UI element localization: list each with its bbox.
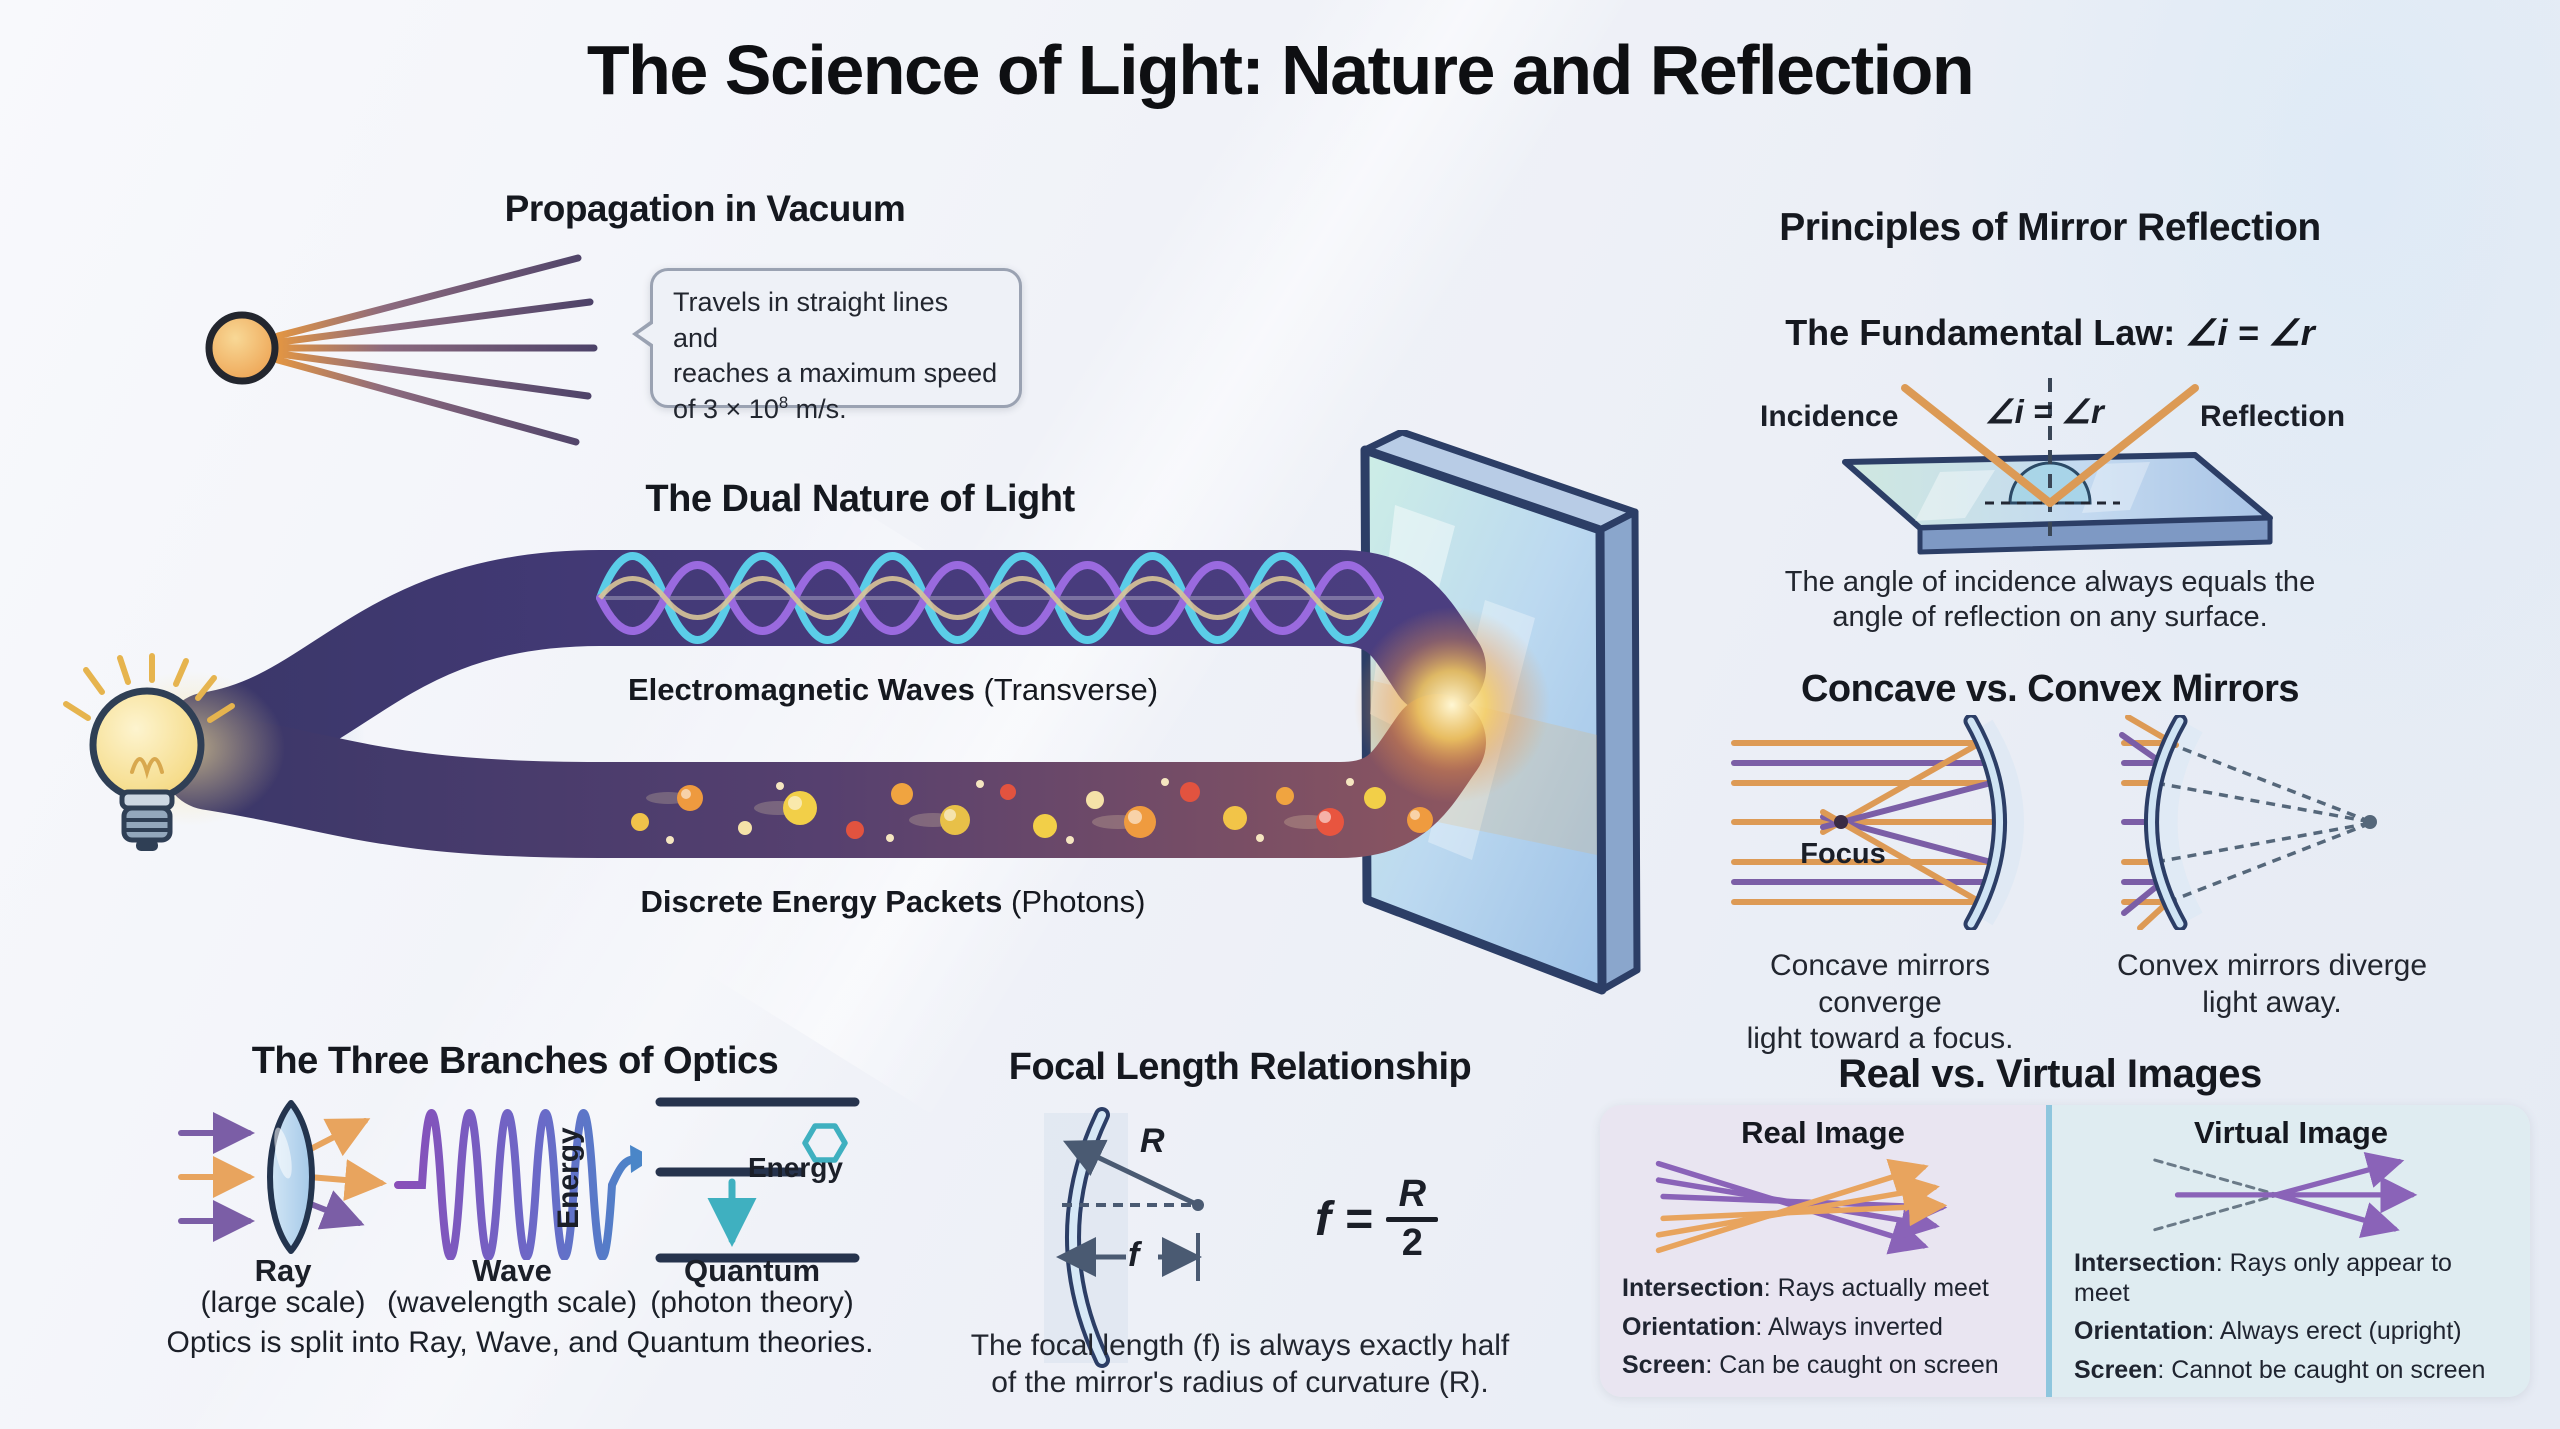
virtual-image-rays	[2153, 1151, 2418, 1238]
branches-heading: The Three Branches of Optics	[251, 1040, 779, 1082]
radius-arrow	[1062, 1139, 1200, 1208]
convex-mirror-diagram	[2119, 715, 2377, 930]
exponent: 8	[778, 392, 789, 412]
bubble-line: of 3 × 108 m/s.	[673, 392, 847, 424]
branch-scale-wave: (wavelength scale)	[386, 1286, 638, 1319]
virtual-image-panel: Virtual Image Intersection:	[2052, 1105, 2530, 1397]
ray-lines	[274, 254, 598, 446]
incident-parallel-rays	[1731, 740, 1998, 905]
virtual-ray-extensions	[2155, 741, 2367, 904]
reflection-caption: The angle of incidence always equals the…	[1784, 566, 2316, 634]
formula-denominator: 2	[1401, 1221, 1423, 1264]
focal-length-diagram	[1044, 1107, 1204, 1368]
lens-shape	[267, 1100, 315, 1254]
focus-point	[1834, 815, 1848, 829]
reflection-heading: Principles of Mirror Reflection	[1779, 206, 2321, 249]
light-bulb-icon	[63, 653, 285, 851]
convex-caption: Convex mirrors diverge light away.	[2116, 949, 2428, 1019]
real-image-panel: Real Image Intersecti	[1600, 1105, 2046, 1397]
real-image-title: Real Image	[1741, 1115, 1905, 1150]
images-heading: Real vs. Virtual Images	[1838, 1052, 2262, 1096]
energy-axis-label: Energy	[552, 1127, 585, 1229]
reflection-law-diagram	[1842, 378, 2273, 555]
concave-caption: Concave mirrors converge light toward a …	[1746, 949, 2014, 1056]
real-row-orientation: Orientation: Always inverted	[1622, 1312, 1943, 1341]
focus-label: Focus	[1800, 838, 1886, 870]
photon-particles	[631, 778, 1433, 844]
real-image-rays	[1655, 1158, 1948, 1255]
branch-name-wave: Wave	[472, 1253, 552, 1288]
radius-label: R	[1140, 1122, 1165, 1160]
propagation-heading: Propagation in Vacuum	[504, 188, 906, 229]
photon-hexagon-icon	[802, 1123, 848, 1163]
page-title: The Science of Light: Nature and Reflect…	[586, 31, 1975, 109]
wave-optics-icon	[394, 1109, 642, 1260]
focal-label: f	[1128, 1236, 1140, 1274]
virtual-row-intersection: Intersection: Rays only appear to meet	[2074, 1249, 2452, 1307]
concave-mirror-diagram	[1731, 715, 2024, 930]
point-light-source-icon	[205, 311, 279, 385]
speech-bubble: Travels in straight lines and reaches a …	[632, 268, 1022, 424]
focal-formula: f = R 2	[1315, 1173, 1439, 1264]
electromagnetic-waves	[596, 552, 1384, 644]
branch-scale-quantum: (photon theory)	[650, 1286, 854, 1319]
ray-optics-icon	[178, 1100, 387, 1254]
branch-scale-ray: (large scale)	[200, 1286, 366, 1319]
dual-nature-illustration	[63, 430, 1641, 995]
virtual-row-screen: Screen: Cannot be caught on screen	[2074, 1355, 2486, 1384]
dual-nature-heading: The Dual Nature of Light	[645, 478, 1075, 520]
light-rays-diagram	[205, 254, 598, 446]
law-math: ∠i = ∠r	[2185, 312, 2315, 353]
formula-lhs: f =	[1315, 1192, 1373, 1246]
reflected-ray	[2046, 384, 2199, 507]
focal-caption: The focal length (f) is always exactly h…	[970, 1329, 1510, 1399]
incident-ray	[1901, 384, 2054, 507]
quantum-optics-icon	[655, 1097, 860, 1263]
real-row-intersection: Intersection: Rays actually meet	[1622, 1274, 1989, 1302]
energy-arrow-label: Energy	[748, 1152, 843, 1183]
photon-branch-label: Discrete Energy Packets (Photons)	[640, 884, 1146, 919]
fundamental-law: The Fundamental Law: ∠i = ∠r	[1785, 312, 2315, 353]
bubble-line: reaches a maximum speed	[673, 358, 998, 389]
real-row-screen: Screen: Can be caught on screen	[1622, 1351, 1999, 1379]
incidence-label: Incidence	[1760, 400, 1899, 433]
angle-equality-label: ∠i = ∠r	[1985, 393, 2104, 430]
virtual-focus-point	[2363, 815, 2377, 829]
center-of-curvature-dot	[1192, 1199, 1204, 1211]
virtual-image-title: Virtual Image	[2193, 1115, 2389, 1150]
bubble-line: Travels in straight lines and	[673, 287, 949, 353]
converging-rays	[1820, 740, 1994, 905]
branch-name-ray: Ray	[254, 1253, 312, 1288]
beam-merge-glow	[1354, 607, 1550, 803]
reflection-label: Reflection	[2200, 400, 2346, 433]
wave-branch-label: Electromagnetic Waves (Transverse)	[627, 672, 1159, 707]
energy-levels	[655, 1097, 860, 1263]
branch-name-quantum: Quantum	[683, 1253, 821, 1288]
virtual-row-orientation: Orientation: Always erect (upright)	[2074, 1317, 2462, 1345]
panel-divider	[2046, 1105, 2052, 1397]
real-virtual-panels: Real Image Intersecti	[1600, 1105, 2530, 1397]
wave-squiggle	[394, 1109, 640, 1260]
mirrors-heading: Concave vs. Convex Mirrors	[1800, 668, 2300, 710]
formula-numerator: R	[1398, 1173, 1427, 1215]
branches-caption: Optics is split into Ray, Wave, and Quan…	[166, 1326, 874, 1359]
focal-heading: Focal Length Relationship	[1008, 1046, 1472, 1088]
wave-arrowhead	[630, 1145, 642, 1173]
photon-branch-tube	[162, 694, 1486, 858]
fraction-bar	[1386, 1216, 1439, 1222]
